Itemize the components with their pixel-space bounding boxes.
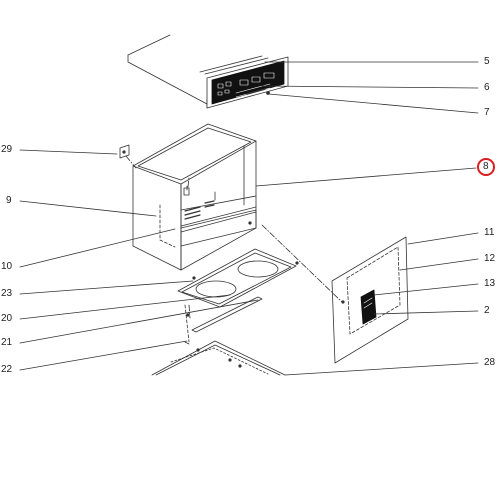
cabinet-vents bbox=[184, 200, 215, 220]
side-panel bbox=[331, 236, 409, 364]
part-label-22: 22 bbox=[1, 364, 13, 375]
part-label-11: 11 bbox=[484, 227, 495, 238]
part-label-29: 29 bbox=[1, 144, 13, 155]
part-label-6: 6 bbox=[484, 82, 490, 93]
part-29-bracket bbox=[119, 144, 130, 159]
part-label-28: 28 bbox=[484, 357, 496, 368]
part-label-2: 2 bbox=[484, 305, 490, 316]
assembly-axes bbox=[125, 155, 343, 319]
part-label-5: 5 bbox=[484, 56, 490, 67]
cabinet-frame bbox=[132, 123, 257, 271]
highlight-circle bbox=[477, 158, 495, 176]
base-frame bbox=[151, 340, 286, 376]
hob-plate bbox=[177, 248, 299, 308]
control-head-assembly bbox=[127, 34, 289, 109]
leader-lines bbox=[19, 61, 479, 376]
part-label-20: 20 bbox=[1, 313, 13, 324]
part-label-7: 7 bbox=[484, 107, 490, 118]
part-7-bracket bbox=[246, 88, 266, 95]
gasket-strips bbox=[184, 296, 263, 345]
part-label-21: 21 bbox=[1, 337, 13, 348]
part-label-12: 12 bbox=[484, 253, 496, 264]
rating-plate bbox=[360, 289, 377, 325]
part-label-9: 9 bbox=[6, 195, 12, 206]
part-label-10: 10 bbox=[1, 261, 13, 272]
part-label-8: 8 bbox=[483, 161, 489, 172]
part-label-13: 13 bbox=[484, 278, 496, 289]
part-label-23: 23 bbox=[1, 288, 13, 299]
